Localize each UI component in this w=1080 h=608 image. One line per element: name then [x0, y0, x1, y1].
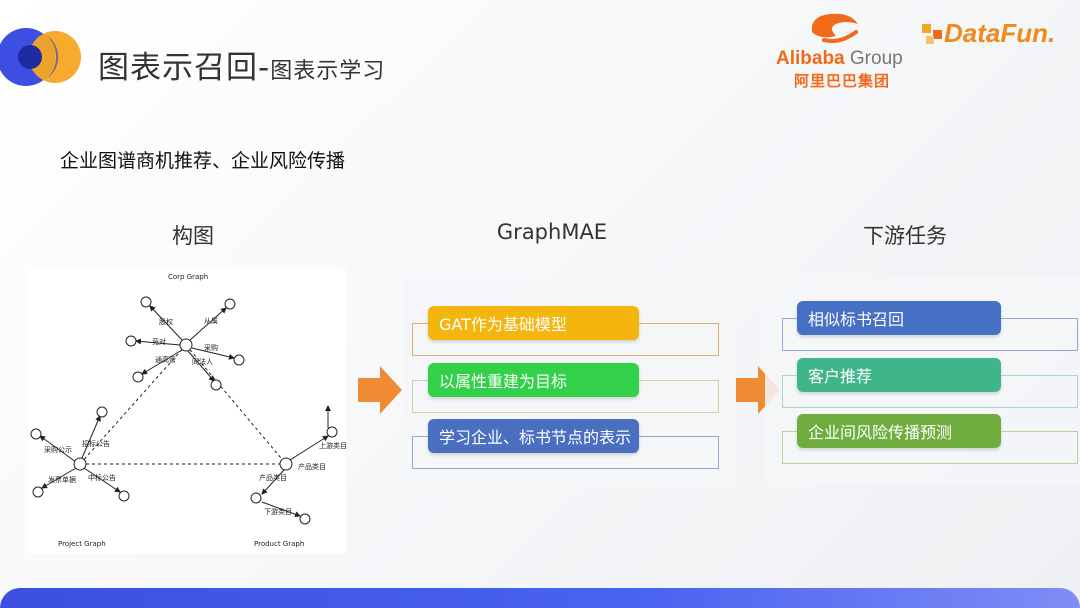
graph-title: Corp Graph [168, 273, 208, 281]
node [250, 492, 262, 504]
edge-label-chanpin-mid: 产品类目 [259, 473, 287, 482]
column-title-model: GraphMAE [496, 220, 608, 244]
node [140, 296, 152, 308]
subtitle: 企业图谱商机推荐、企业风险传播 [60, 150, 346, 172]
edge-label-chanpin-right: 产品类目 [298, 462, 326, 471]
arrow-right-icon [358, 366, 402, 414]
node [233, 354, 245, 366]
node [132, 371, 144, 383]
task-similar-bid-recall: 相似标书召回 [797, 301, 1001, 335]
datafun-logo: DataFun. [922, 18, 1062, 58]
model-step-gat: GAT作为基础模型 [428, 306, 639, 340]
page-title-sub: 图表示学习 [270, 59, 386, 84]
dashed-edge-corp-product [185, 344, 287, 465]
node [299, 513, 311, 525]
alibaba-group-text: Group [849, 48, 903, 69]
task-risk-propagation: 企业间风险传播预测 [797, 414, 1001, 448]
task-customer-recommendation: 客户推荐 [797, 358, 1001, 392]
graph-diagram-panel: Corp Graph 股权 从属 竞对 采购 通高管 同法人 招标公告 采购公示… [28, 268, 346, 554]
datafun-mark-icon [922, 24, 942, 44]
edge-label-zhongbiao: 中标公告 [88, 473, 116, 482]
node [326, 426, 338, 438]
node [210, 379, 222, 391]
node-product [279, 457, 293, 471]
alibaba-logo: Alibaba Group 阿里巴巴集团 [776, 10, 916, 90]
dashed-edge-corp-project [79, 344, 187, 465]
alibaba-cn-text: 阿里巴巴集团 [794, 72, 891, 90]
edge-label-caigou-gongshi: 采购公示 [44, 445, 72, 454]
model-step-representation: 学习企业、标书节点的表示 [428, 419, 639, 453]
alibaba-wordmark: Alibaba [776, 48, 845, 69]
edge-label-congshu: 从属 [204, 317, 218, 325]
alibaba-smile-icon [811, 13, 858, 43]
node [224, 298, 236, 310]
page-title: 图表示召回-图表示学习 [98, 50, 386, 86]
edge-label-jingdui: 竞对 [152, 337, 166, 346]
edge-label-xiayou: 下游类目 [264, 507, 292, 516]
node-project [73, 457, 87, 471]
node [32, 486, 44, 498]
edge-label-zhaobiao: 招标公告 [82, 439, 110, 448]
bottom-accent-band [0, 588, 1080, 608]
datafun-wordmark: DataFun. [944, 18, 1056, 48]
node [30, 428, 42, 440]
edge-label-tonggao: 通高管 [155, 355, 176, 364]
edge-label-guquan: 股权 [159, 317, 173, 326]
model-step-reconstruction: 以属性重建为目标 [428, 363, 639, 397]
node [118, 490, 130, 502]
graph-diagram: Corp Graph 股权 从属 竞对 采购 通高管 同法人 招标公告 采购公示… [30, 273, 346, 548]
edge-label-caigou: 采购 [204, 343, 218, 352]
column-title-graph: 构图 [172, 224, 214, 248]
logo-circles-icon [0, 28, 81, 86]
node-corp [179, 338, 193, 352]
edge-label-tongfaren: 同法人 [192, 357, 213, 366]
node [125, 335, 137, 347]
product-graph-label: Product Graph [254, 540, 304, 548]
edge-label-shangyou: 上游类目 [319, 441, 346, 450]
node [96, 406, 108, 418]
project-graph-label: Project Graph [58, 540, 106, 548]
column-title-task: 下游任务 [863, 224, 947, 248]
edge-label-fapiao: 发票单据 [48, 475, 76, 484]
